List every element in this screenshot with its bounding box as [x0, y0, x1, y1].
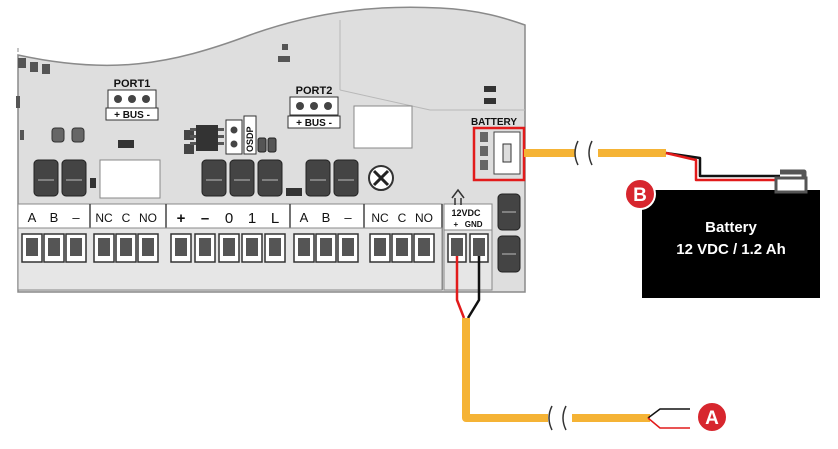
terminal-label: L [271, 210, 279, 227]
module-block-1 [99, 159, 161, 199]
port1-label: PORT1 [114, 78, 151, 90]
terminal-label: – [201, 210, 209, 227]
power-terminal [443, 188, 493, 291]
terminal-group-4-labels: A B – [300, 210, 353, 225]
module-block-2 [353, 105, 413, 149]
terminal-label: 0 [225, 210, 233, 227]
terminal-group-1-labels: A B – [28, 210, 81, 225]
battery-connector [472, 126, 526, 182]
power-black-wire [466, 256, 481, 319]
port1-header [105, 89, 159, 121]
mounting-screw [368, 165, 394, 191]
battery-connector-label: BATTERY [471, 117, 517, 128]
callout-b: B [624, 178, 656, 210]
power-label-voltage: 12VDC [451, 208, 481, 218]
terminal-group-5-labels: NC C NO [371, 211, 433, 225]
terminal-label: A [300, 210, 309, 225]
terminal-label: + [177, 210, 186, 227]
power-label-polarity: + GND [453, 220, 482, 229]
terminal-label: B [322, 210, 331, 225]
ic-chip [190, 125, 224, 151]
port2-label: PORT2 [296, 85, 333, 97]
terminal-label: NO [139, 211, 157, 225]
battery: Battery 12 VDC / 1.2 Ah [642, 176, 820, 298]
port1-bus-label: + BUS - [114, 110, 150, 121]
battery-spec: 12 VDC / 1.2 Ah [676, 241, 785, 258]
battery-body [642, 190, 820, 298]
terminal-label: 1 [248, 210, 256, 227]
terminal-label: A [28, 210, 37, 225]
terminal-group-3-labels: + – 0 1 L [177, 210, 280, 227]
osdp-jumper [225, 115, 277, 155]
callout-a-label: A [705, 408, 719, 429]
power-red-wire [455, 256, 466, 319]
terminal-label: C [122, 211, 131, 225]
terminal-label: B [50, 210, 59, 225]
screw-terminals [17, 227, 443, 291]
terminal-label: C [398, 211, 407, 225]
port2-bus-label: + BUS - [296, 118, 332, 129]
terminal-group-2-labels: NC C NO [95, 211, 157, 225]
control-board: PORT1 + BUS - PORT2 + BUS - OSDP [16, 6, 526, 293]
terminal-label: NC [371, 211, 389, 225]
callout-a: A [696, 401, 728, 433]
wires [455, 140, 807, 431]
callout-b-label: B [633, 185, 647, 206]
power-cable [462, 318, 548, 422]
port2-header [287, 96, 341, 129]
battery-title: Battery [705, 219, 757, 236]
terminal-label: – [72, 210, 80, 225]
terminal-label: NO [415, 211, 433, 225]
osdp-label: OSDP [245, 126, 255, 152]
terminal-label: – [344, 210, 352, 225]
terminal-label: NC [95, 211, 113, 225]
